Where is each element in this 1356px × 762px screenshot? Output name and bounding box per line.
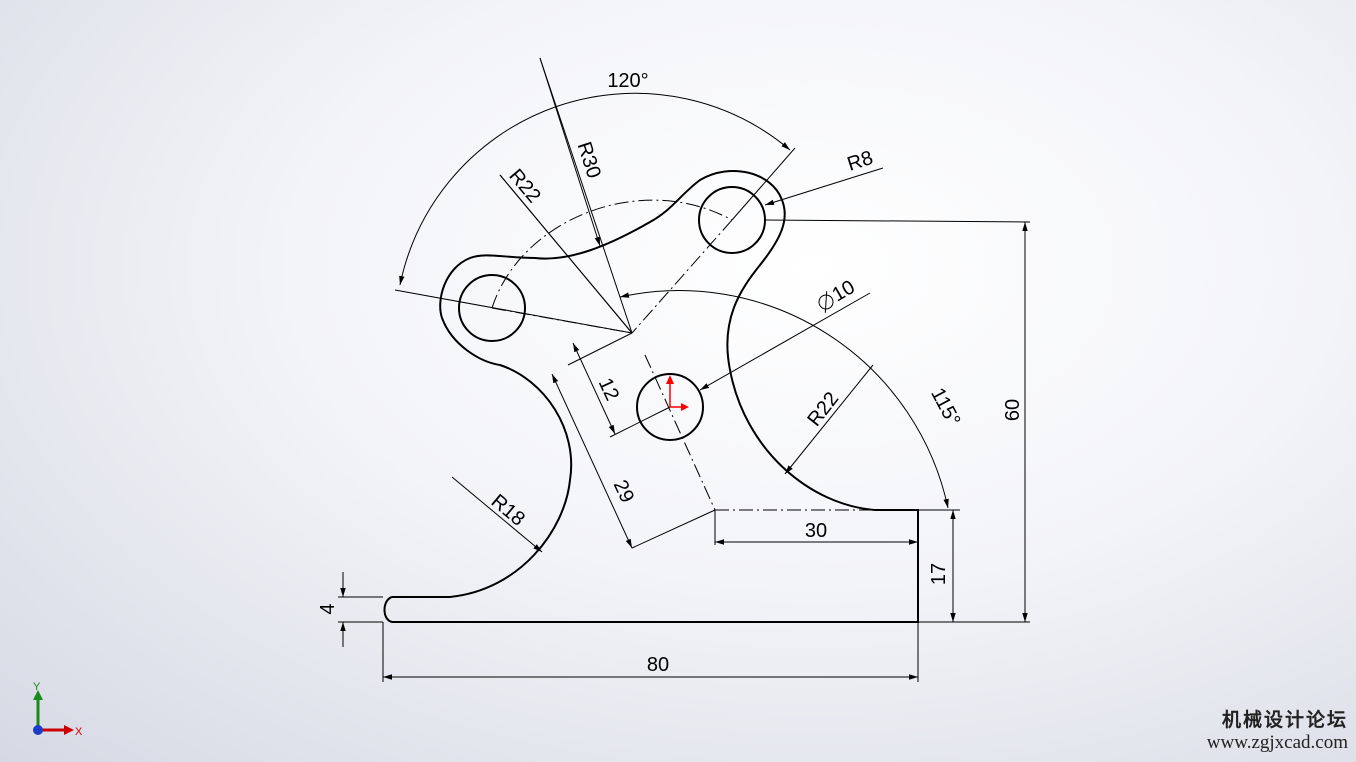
dim-text-29: 29: [609, 477, 638, 506]
axis-label-x: X: [75, 726, 83, 738]
dim-29-line[interactable]: [551, 373, 633, 549]
dim-r30-leader[interactable]: [539, 57, 601, 247]
dim-r8-leader[interactable]: [764, 167, 884, 206]
watermark: 机械设计论坛 www.zgjxcad.com: [1207, 705, 1348, 754]
dim-text-r22-top: R22: [504, 165, 544, 207]
dim-r22-top-leader[interactable]: [499, 174, 633, 334]
dim-dia10-leader[interactable]: [699, 292, 871, 391]
coordinate-triad-icon: Y X: [33, 681, 83, 738]
dim-text-angle-115: 115°: [926, 384, 964, 430]
centerline-arc-r22: [491, 199, 733, 309]
sketch-origin-icon: [666, 375, 689, 411]
dim-text-80: 80: [647, 654, 669, 676]
dim-angle-120[interactable]: [399, 92, 791, 286]
extension-line: [609, 406, 671, 438]
part-outline[interactable]: [383, 169, 919, 623]
centerline-center-hole: [644, 354, 716, 511]
diameter-symbol-icon: [818, 291, 834, 313]
dim-text-4: 4: [317, 603, 339, 614]
dim-text-r18: R18: [487, 490, 529, 530]
extension-line: [567, 332, 633, 366]
axis-label-y: Y: [33, 681, 41, 693]
centerline-topright-to-pivot: [631, 219, 733, 334]
dim-r22-right-leader[interactable]: [784, 364, 874, 475]
extension-line: [631, 509, 716, 549]
extension-line: [394, 289, 633, 334]
watermark-title: 机械设计论坛: [1221, 710, 1348, 731]
dim-text-12: 12: [594, 375, 623, 404]
dim-text-60: 60: [1002, 399, 1024, 421]
dim-text-angle-120: 120°: [607, 70, 648, 92]
dim-r18-leader[interactable]: [451, 476, 543, 553]
extension-line: [764, 219, 1031, 223]
extension-line: [539, 57, 633, 334]
watermark-url: www.zgjxcad.com: [1206, 732, 1348, 753]
dim-text-30: 30: [805, 520, 827, 542]
dim-angle-115[interactable]: [619, 290, 949, 509]
dim-text-17: 17: [928, 563, 950, 585]
